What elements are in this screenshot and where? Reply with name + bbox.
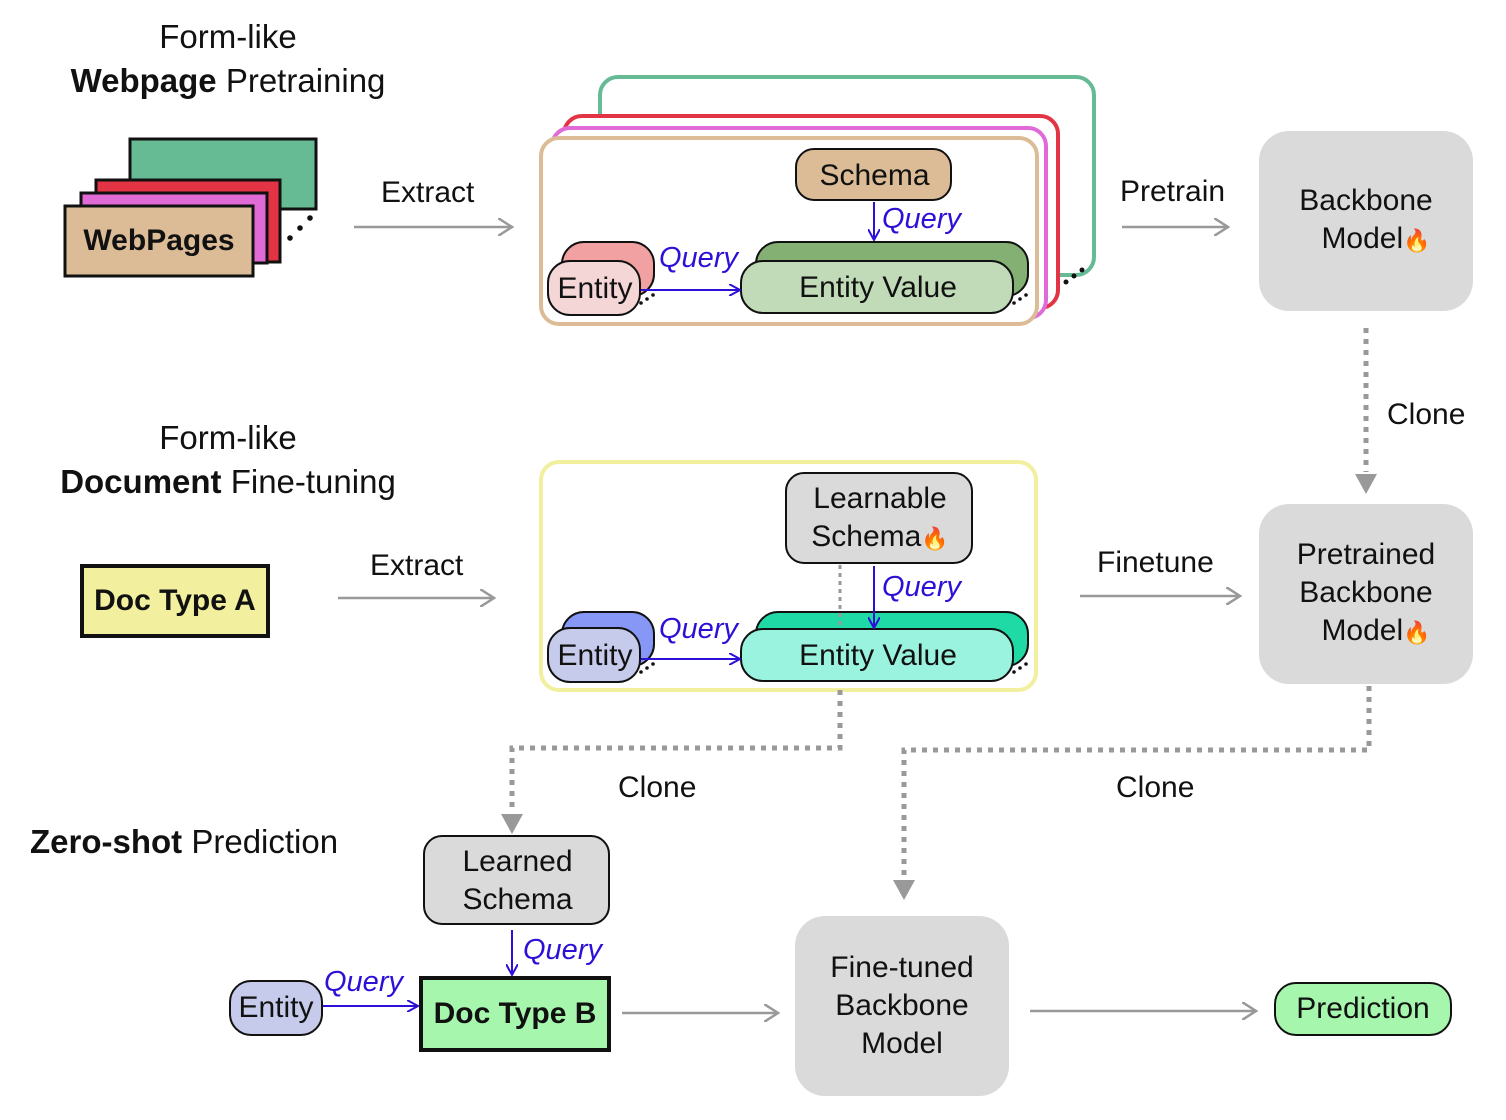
entity-box-mid: Entity <box>557 639 633 672</box>
entity-value-box-mid: Entity Value <box>799 639 957 672</box>
entity-box-bottom: Entity <box>229 980 323 1036</box>
schema-box-top: Schema <box>819 158 930 192</box>
query-label-top-horizontal: Query <box>659 242 738 274</box>
pretrained-backbone-label: Backbone <box>1299 576 1433 609</box>
query-label-bottom-vertical: Query <box>523 934 602 966</box>
entity-value-box-top: Entity Value <box>799 271 957 304</box>
zeroshot-heading-rest: Prediction <box>182 823 339 860</box>
query-label-mid-vertical: Query <box>882 571 961 603</box>
clone-label-bottom-right: Clone <box>1116 771 1195 804</box>
extract-label-mid: Extract <box>370 549 464 582</box>
clone-path-left <box>509 690 843 812</box>
learned-schema-label: Schema <box>462 883 573 916</box>
pretraining-stack <box>539 75 1096 326</box>
clone-label-right: Clone <box>1387 398 1466 431</box>
doc-type-a-box: Doc Type A <box>80 564 270 638</box>
learnable-schema-box: Learnable Schema🔥 <box>786 473 974 565</box>
pretrained-backbone-box: Pretrained Backbone Model🔥 <box>1259 504 1473 684</box>
zeroshot-heading-bold: Zero-shot <box>30 823 183 860</box>
finetuning-heading-rest: Fine-tuning <box>221 463 396 500</box>
query-label-bottom-horizontal: Query <box>324 966 403 998</box>
finetuning-heading-line1: Form-like <box>159 419 297 456</box>
pretrained-model-label: Model <box>1321 614 1404 647</box>
pretraining-heading-rest: Pretraining <box>216 62 386 99</box>
backbone-model-label: Model <box>1321 222 1404 255</box>
backbone-label: Backbone <box>1299 184 1433 217</box>
learned-label: Learned <box>462 845 573 878</box>
pretraining-heading-line1: Form-like <box>159 18 297 55</box>
clone-label-left: Clone <box>618 771 697 804</box>
pretraining-heading-bold: Webpage <box>70 62 217 99</box>
pretrain-label: Pretrain <box>1120 175 1226 208</box>
entity-box-top: Entity <box>557 272 633 305</box>
finetuned-backbone-box: Fine-tuned Backbone Model <box>795 916 1009 1096</box>
pretrained-label: Pretrained <box>1296 538 1436 571</box>
learned-schema-box: Learned Schema <box>424 836 611 926</box>
query-label-top-vertical: Query <box>882 203 961 235</box>
webpages-stack <box>63 137 318 278</box>
finetuning-container <box>539 460 1038 692</box>
doc-type-b-box: Doc Type B <box>419 976 611 1052</box>
finetuning-heading: Form-like Document Fine-tuning <box>28 416 428 504</box>
pretraining-heading: Form-like Webpage Pretraining <box>40 15 416 103</box>
prediction-box: Prediction <box>1274 982 1452 1036</box>
fire-icon: 🔥 <box>1403 228 1431 253</box>
learnable-schema-label: Schema <box>811 520 922 553</box>
learnable-label: Learnable <box>813 482 947 515</box>
fire-icon: 🔥 <box>921 526 949 551</box>
zeroshot-heading: Zero-shot Prediction <box>30 820 396 864</box>
finetuned-line3: Model <box>861 1027 943 1060</box>
finetuning-heading-bold: Document <box>60 463 222 500</box>
fire-icon: 🔥 <box>1403 620 1431 645</box>
finetuned-line2: Backbone <box>835 989 969 1022</box>
finetuned-line1: Fine-tuned <box>830 951 974 984</box>
query-label-mid-horizontal: Query <box>659 613 738 645</box>
extract-label-top: Extract <box>381 176 475 209</box>
backbone-model-box: Backbone Model🔥 <box>1259 131 1473 311</box>
finetune-label: Finetune <box>1097 546 1214 579</box>
webpages-label: WebPages <box>83 224 235 257</box>
